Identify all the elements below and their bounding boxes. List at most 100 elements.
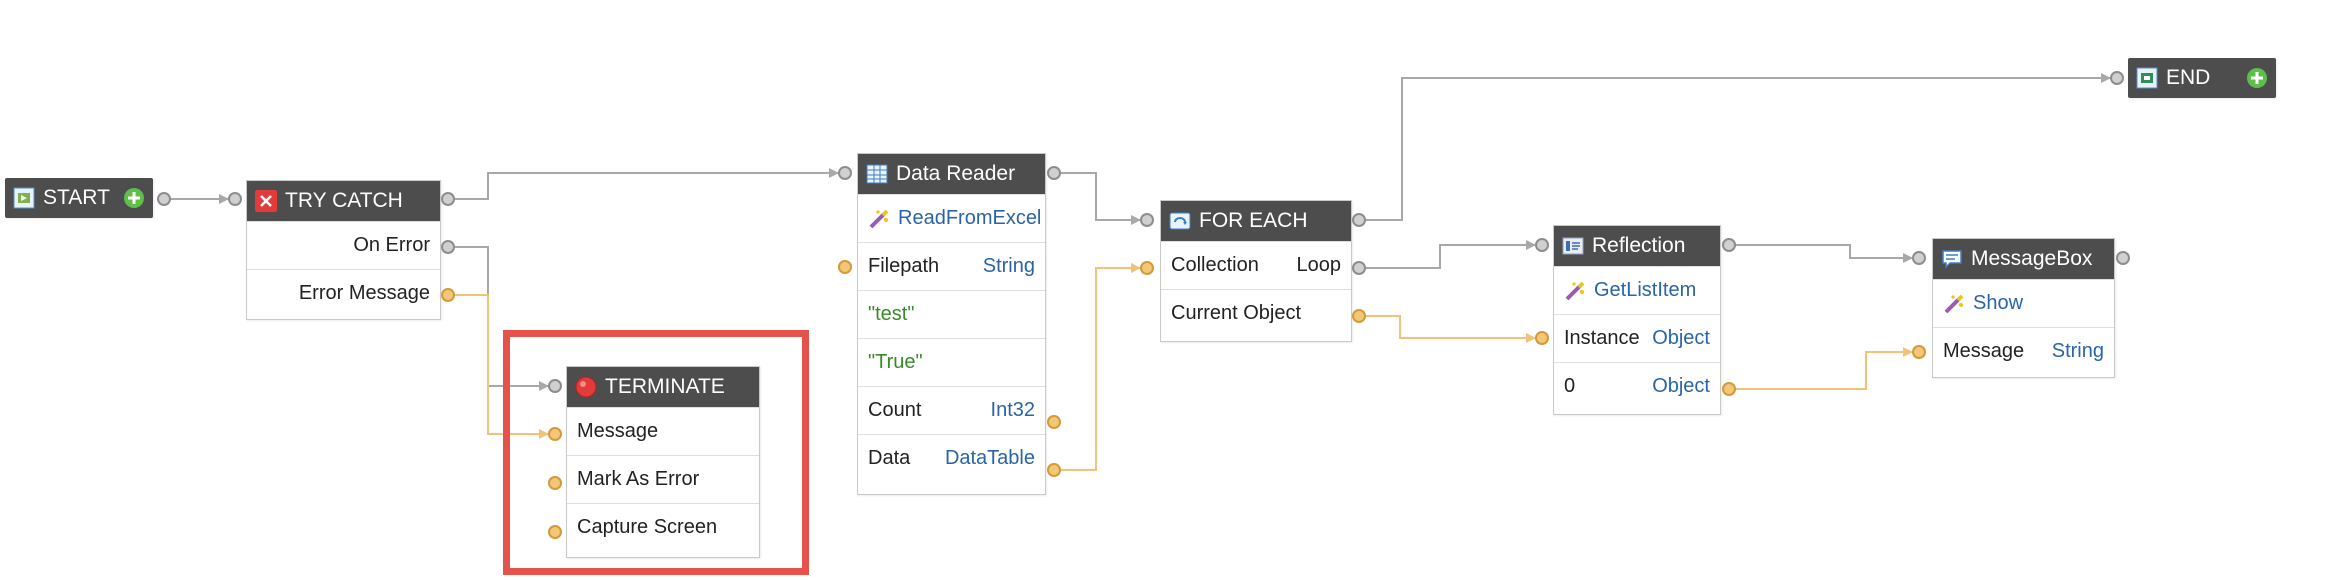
collection-in-pin[interactable] <box>1140 261 1154 275</box>
count-type: Int32 <box>990 399 1035 421</box>
wire-data-collection <box>1055 263 1141 471</box>
wire-errormessage-message <box>449 294 549 439</box>
trycatch-in-pin[interactable] <box>228 192 242 206</box>
foreach-in-pin[interactable] <box>1140 213 1154 227</box>
data-out-pin[interactable] <box>1047 463 1061 477</box>
on-error-port: On Error <box>247 221 440 269</box>
mark-as-error-port: Mark As Error <box>567 455 759 503</box>
terminate-markaserror-pin[interactable] <box>548 476 562 490</box>
reflection-method-row[interactable]: GetListItem <box>1554 266 1720 314</box>
terminate-message-pin[interactable] <box>548 427 562 441</box>
terminate-message-port: Message <box>567 407 759 455</box>
filepath-label: Filepath <box>868 255 940 277</box>
add-icon[interactable] <box>123 187 145 209</box>
data-type: DataTable <box>944 447 1035 469</box>
count-label: Count <box>868 399 922 421</box>
try-catch-node[interactable]: TRY CATCH On Error Error Message <box>246 180 441 320</box>
loop-label: Loop <box>1296 254 1342 276</box>
trycatch-title: TRY CATCH <box>285 189 403 212</box>
arg-true-row[interactable]: "True" <box>858 338 1045 386</box>
index-out-pin[interactable] <box>1722 382 1736 396</box>
instance-in-pin[interactable] <box>1535 331 1549 345</box>
for-each-node[interactable]: FOR EACH Collection Loop Current Object <box>1160 200 1352 342</box>
reflection-out-pin[interactable] <box>1722 238 1736 252</box>
method-wand-icon <box>1564 280 1586 302</box>
foreach-out-pin[interactable] <box>1352 213 1366 227</box>
collection-label: Collection <box>1171 254 1259 276</box>
errormessage-out-pin[interactable] <box>441 288 455 302</box>
add-icon[interactable] <box>2246 67 2268 89</box>
count-port: Count Int32 <box>858 386 1045 434</box>
current-object-port: Current Object <box>1161 289 1351 337</box>
mark-as-error-label: Mark As Error <box>577 468 700 490</box>
start-out-pin[interactable] <box>157 192 171 206</box>
start-icon <box>13 187 35 209</box>
on-error-label: On Error <box>353 234 430 256</box>
collection-port: Collection Loop <box>1161 241 1351 289</box>
currentobject-out-pin[interactable] <box>1352 309 1366 323</box>
stop-icon <box>575 376 597 398</box>
reflection-title: Reflection <box>1592 234 1686 257</box>
wire-reflection-messagebox <box>1734 244 1913 263</box>
current-object-label: Current Object <box>1171 302 1302 324</box>
datareader-out-pin[interactable] <box>1047 166 1061 180</box>
table-icon <box>866 163 888 185</box>
messagebox-in-pin[interactable] <box>1912 251 1926 265</box>
end-icon <box>2136 67 2158 89</box>
wire-foreach-end <box>1360 73 2111 221</box>
end-in-pin[interactable] <box>2110 71 2124 85</box>
wire-currentobject-instance <box>1360 315 1536 343</box>
error-message-label: Error Message <box>298 282 430 304</box>
capture-screen-label: Capture Screen <box>577 516 718 538</box>
messagebox-method: Show <box>1973 292 2024 314</box>
foreach-title: FOR EACH <box>1199 209 1308 232</box>
messagebox-message-label: Message <box>1943 340 2025 362</box>
filepath-port: Filepath String <box>858 242 1045 290</box>
reflection-method: GetListItem <box>1594 279 1697 301</box>
terminate-node[interactable]: TERMINATE Message Mark As Error Capture … <box>566 366 760 558</box>
loop-icon <box>1169 210 1191 232</box>
messagebox-message-pin[interactable] <box>1912 345 1926 359</box>
wire-index-message <box>1734 347 1913 390</box>
end-node[interactable]: END <box>2128 58 2276 98</box>
method-wand-icon <box>1943 293 1965 315</box>
arg-test-row[interactable]: "test" <box>858 290 1045 338</box>
wire-loop-reflection <box>1360 240 1536 269</box>
messagebox-title: MessageBox <box>1971 247 2093 270</box>
datareader-method: ReadFromExcel <box>898 207 1042 229</box>
messagebox-out-pin[interactable] <box>2116 251 2130 265</box>
filepath-in-pin[interactable] <box>838 260 852 274</box>
terminate-message-label: Message <box>577 420 659 442</box>
error-message-port: Error Message <box>247 269 440 317</box>
end-title: END <box>2166 66 2211 89</box>
messagebox-method-row[interactable]: Show <box>1933 279 2114 327</box>
terminate-capturescreen-pin[interactable] <box>548 525 562 539</box>
terminate-in-pin[interactable] <box>548 379 562 393</box>
error-x-icon <box>255 190 277 212</box>
chat-icon <box>1941 248 1963 270</box>
datareader-in-pin[interactable] <box>838 166 852 180</box>
start-title: START <box>43 186 110 209</box>
start-node[interactable]: START <box>5 178 153 218</box>
onerror-out-pin[interactable] <box>441 240 455 254</box>
reflection-icon <box>1562 235 1584 257</box>
filepath-type: String <box>982 255 1035 277</box>
arg-test-value: "test" <box>868 303 915 325</box>
data-label: Data <box>868 447 911 469</box>
reflection-in-pin[interactable] <box>1535 238 1549 252</box>
data-reader-node[interactable]: Data Reader ReadFromExcel Filepath String… <box>857 153 1046 495</box>
datareader-method-row[interactable]: ReadFromExcel <box>858 194 1045 242</box>
count-out-pin[interactable] <box>1047 415 1061 429</box>
trycatch-out-pin[interactable] <box>441 192 455 206</box>
datareader-title: Data Reader <box>896 162 1016 185</box>
method-wand-icon <box>868 208 890 230</box>
capture-screen-port: Capture Screen <box>567 503 759 551</box>
loop-out-pin[interactable] <box>1352 261 1366 275</box>
arg-true-value: "True" <box>868 351 923 373</box>
